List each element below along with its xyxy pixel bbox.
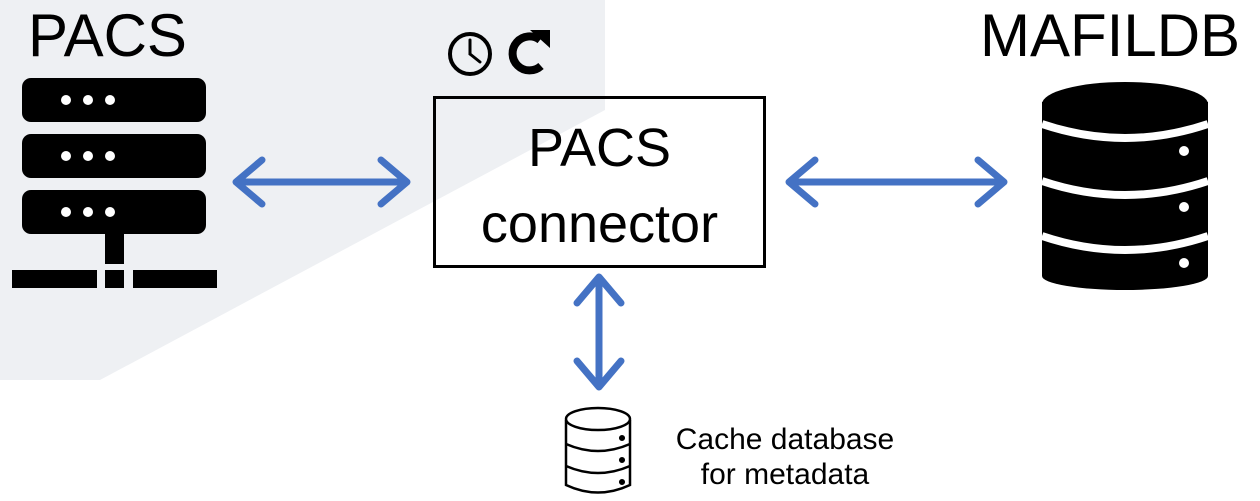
server-rack-icon [12,78,217,288]
edge-connector-mafildb [785,156,1008,208]
database-icon [1040,82,1210,290]
pacs-label: PACS [28,2,187,69]
connector-label-line2: connector [480,194,719,254]
clock-icon [448,32,492,76]
edge-pacs-connector [232,156,411,208]
mafildb-label: MAFILDB [980,2,1241,69]
cache-label-line2: for metadata [700,458,870,491]
cache-label-line1: Cache database [675,423,895,456]
pacs-connector-box: PACS connector [433,96,766,268]
edge-connector-cache [573,273,625,391]
database-outline-icon [564,406,632,494]
refresh-icon [508,30,550,75]
cache-database-label: Cache database for metadata [640,422,930,492]
connector-label-line1: PACS [527,118,672,178]
